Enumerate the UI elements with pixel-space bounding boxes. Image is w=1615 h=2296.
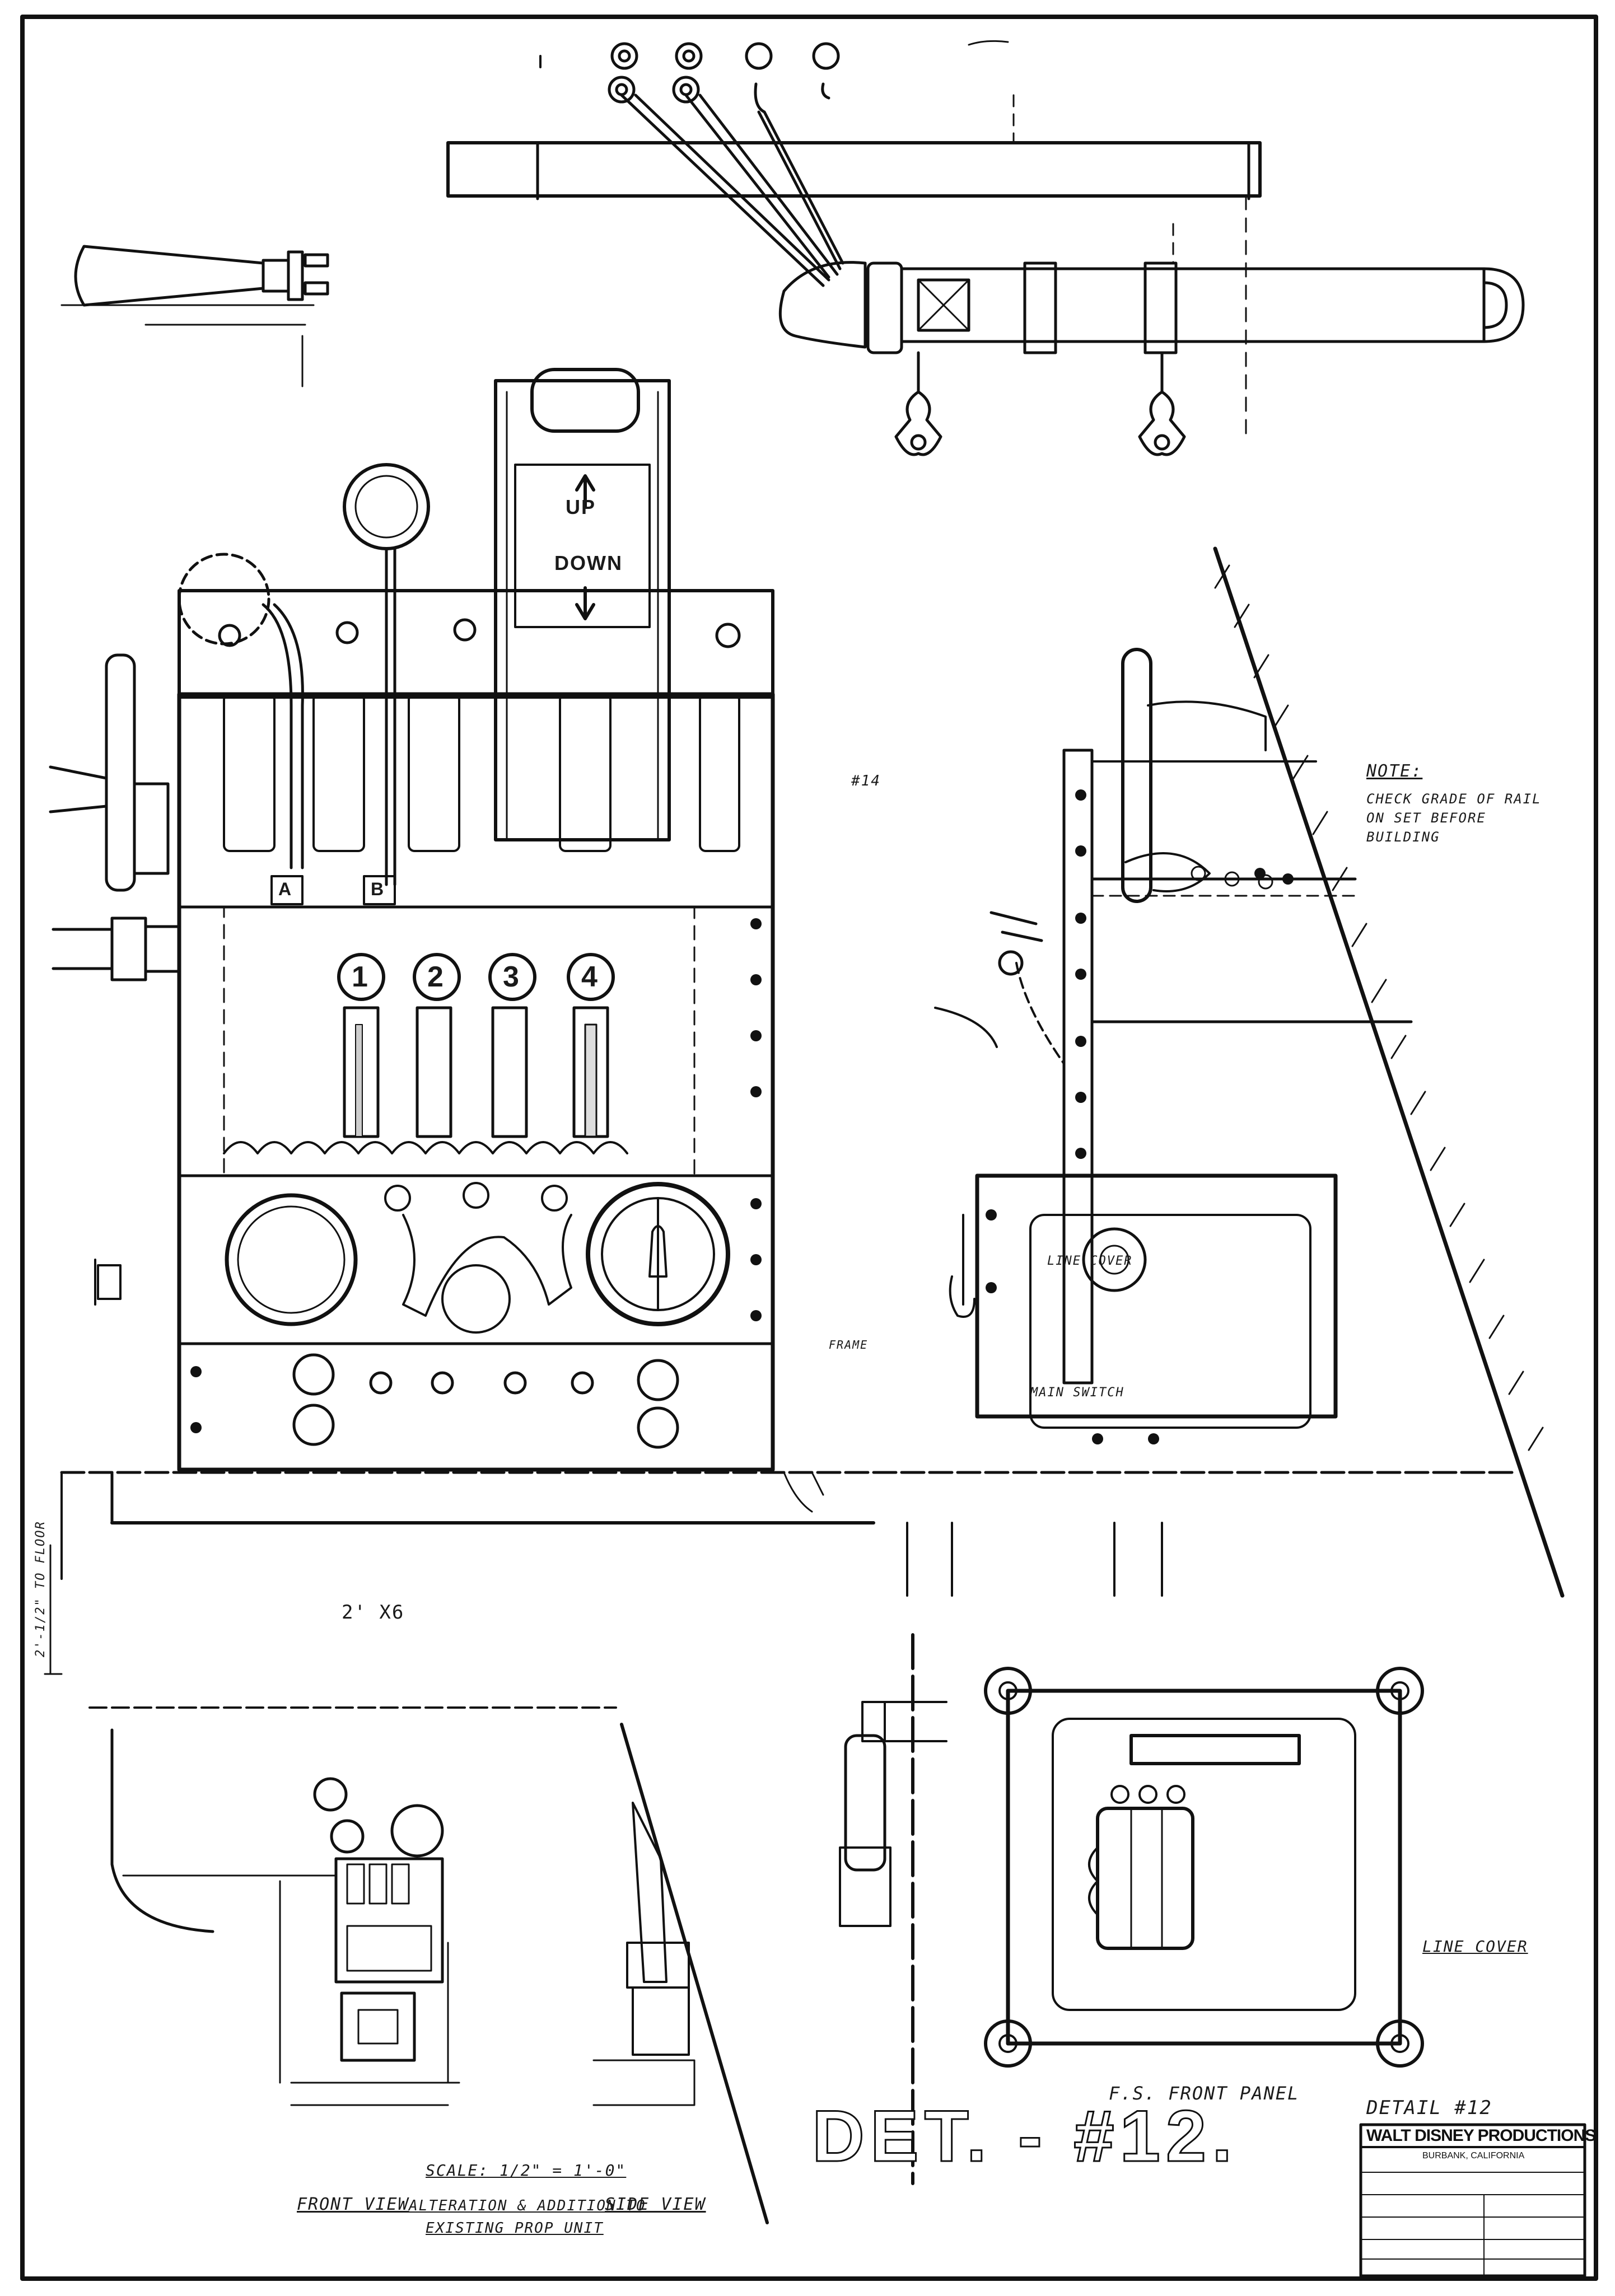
lever-a-box	[270, 875, 304, 905]
title-block-location: BURBANK, CALIFORNIA	[1422, 2151, 1525, 2161]
title-block	[1359, 2123, 1586, 2278]
detail-title: DET. - #12.	[811, 2094, 1238, 2178]
lever-number-3: 3	[503, 961, 520, 993]
lever-label-b: B	[371, 879, 385, 899]
top-pipe-assembly	[60, 40, 1525, 456]
beam-dimension-label: 2' X6	[342, 1601, 405, 1624]
frame-label: FRAME	[829, 1338, 869, 1352]
handle-detail	[74, 245, 265, 307]
scale-label: SCALE: 1/2" = 1'-0"	[426, 2161, 627, 2180]
lever-number-1: 1	[352, 961, 369, 993]
fs-front-panel-label: F.S. FRONT PANEL	[1109, 2083, 1300, 2104]
lever-number-2: 2	[427, 961, 445, 993]
vertical-dimension-label: 2'-1/2" TO FLOOR	[34, 1521, 48, 1657]
rod-guard-label: LINE COVER	[1047, 1254, 1133, 1268]
down-label: DOWN	[554, 551, 623, 574]
caption-line-1: ALTERATION & ADDITION TO	[409, 2197, 646, 2214]
note-body: CHECK GRADE OF RAIL ON SET BEFORE BUILDI…	[1366, 791, 1542, 845]
front-view-label: FRONT VIEW	[297, 2195, 409, 2214]
lever-b-box	[363, 875, 396, 905]
lever-number-4: 4	[581, 961, 599, 993]
title-block-company: WALT DISNEY PRODUCTIONS	[1366, 2126, 1596, 2145]
main-control-panel	[49, 368, 775, 1472]
detail-corner-label: DETAIL #12	[1366, 2097, 1492, 2119]
sheet-border	[20, 15, 1598, 2281]
side-view-label: SIDE VIEW	[605, 2195, 706, 2214]
side-view-drawing	[592, 1723, 769, 2224]
up-label: UP	[566, 495, 596, 518]
lever-label-a: A	[278, 879, 293, 899]
floor-beam	[44, 1471, 1514, 1675]
steam-number-label: #14	[851, 773, 881, 789]
right-side-view	[934, 546, 1565, 1598]
main-switch-label: MAIN SWITCH	[1030, 1386, 1124, 1400]
note-heading: NOTE:	[1366, 761, 1423, 781]
caption-line-2: EXISTING PROP UNIT	[426, 2220, 604, 2237]
fs-front-panel-drawing	[839, 1633, 1424, 2185]
front-view-drawing	[88, 1706, 617, 2106]
line-cover-label: LINE COVER	[1422, 1937, 1528, 1956]
